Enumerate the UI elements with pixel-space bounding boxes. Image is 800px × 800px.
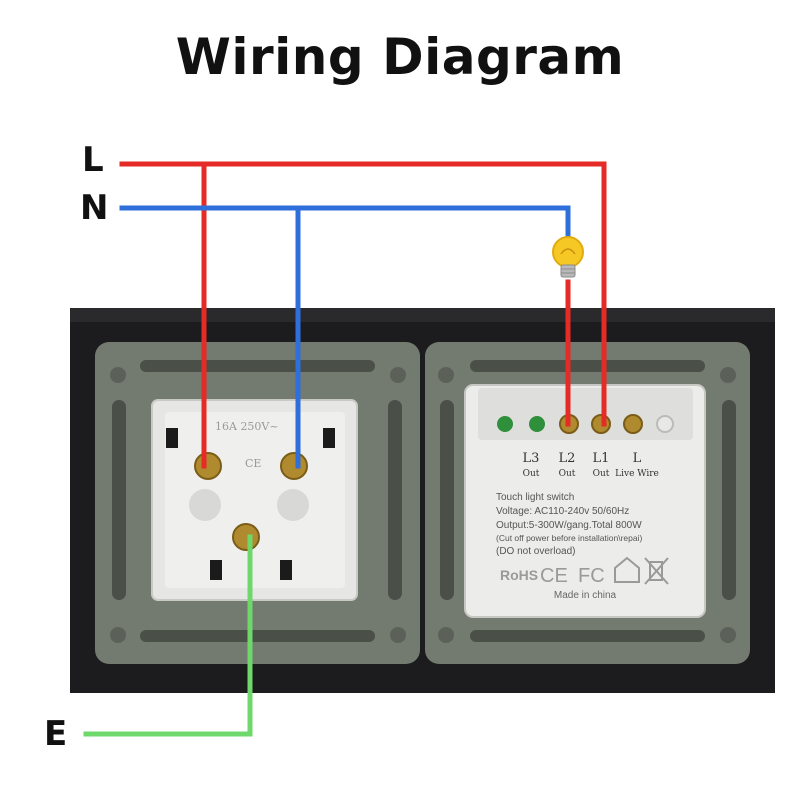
wall-plate-edge (70, 308, 775, 322)
made-in-label: Made in china (554, 590, 617, 601)
spec-line: (Cut off power before installation\repai… (496, 533, 642, 543)
socket-pin-hole (189, 489, 221, 521)
terminal-l2-indicator (529, 416, 545, 432)
socket-pin-hole (277, 489, 309, 521)
terminal-l2-sub: Out (559, 469, 576, 479)
earth-wire (83, 534, 253, 737)
spec-line: Output:5-300W/gang.Total 800W (496, 520, 642, 531)
live-wire-label: L (82, 140, 104, 180)
terminal-l3-screw (497, 416, 513, 432)
terminal-l1-screw (591, 414, 611, 434)
terminal-l1-sub: Out (593, 469, 610, 479)
terminal-l1-label: L1 (593, 451, 610, 466)
socket-slot (166, 428, 178, 448)
socket-neutral-terminal (280, 452, 308, 480)
spec-line: (DO not overload) (496, 546, 575, 557)
crossed-bin-icon (644, 557, 669, 585)
terminal-l-label: L (633, 451, 642, 466)
terminal-l3-sub: Out (523, 469, 540, 479)
rohs-mark: RoHS (500, 567, 538, 583)
live-wire (119, 161, 607, 469)
socket-slot (280, 560, 292, 580)
socket-rating: 16A 250V~ (215, 420, 279, 433)
neutral-wire-label: N (80, 188, 109, 228)
house-icon (614, 556, 640, 583)
terminal-spare (656, 415, 674, 433)
socket-slot (210, 560, 222, 580)
earth-wire-label: E (44, 714, 68, 754)
page-title: Wiring Diagram (175, 28, 625, 86)
terminal-l-screw (623, 414, 643, 434)
socket-ce-mark: CE (245, 457, 261, 470)
neutral-wire (119, 205, 571, 469)
socket-slot (323, 428, 335, 448)
terminal-l-sub: Live Wire (615, 469, 659, 479)
socket-module: 16A 250V~ CE (151, 399, 358, 601)
fc-mark: FC (578, 565, 605, 587)
light-bulb-icon (552, 236, 584, 278)
socket-live-terminal (194, 452, 222, 480)
touch-switch-module: L3 Out L2 Out L1 Out L Live Wire Touch l… (464, 384, 706, 618)
spec-line: Touch light switch (496, 492, 574, 503)
terminal-l3-label: L3 (523, 451, 540, 466)
ce-mark: CE (540, 565, 568, 587)
socket-earth-terminal (232, 523, 260, 551)
spec-line: Voltage: AC110-240v 50/60Hz (496, 506, 629, 517)
terminal-l2-label: L2 (559, 451, 576, 466)
